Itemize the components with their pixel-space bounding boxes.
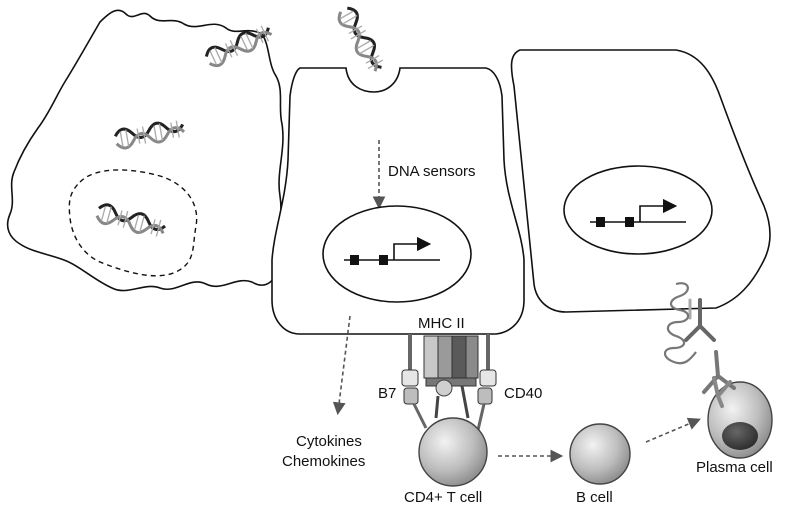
b-to-plasma-cell-arrow bbox=[645, 417, 701, 443]
cd40-receptor bbox=[476, 334, 497, 431]
cd4-t-cell-label: CD4+ T cell bbox=[404, 489, 482, 506]
b-cell bbox=[569, 423, 631, 485]
chemokines-label: Chemokines bbox=[282, 453, 365, 470]
cd4-t-cell bbox=[418, 417, 488, 487]
antibody-secreted bbox=[712, 376, 732, 408]
dna-sensors-label: DNA sensors bbox=[388, 163, 476, 180]
antibody-free bbox=[702, 350, 736, 394]
cytokine-release-arrow bbox=[332, 315, 351, 416]
b7-label: B7 bbox=[378, 385, 396, 402]
b-cell-label: B cell bbox=[576, 489, 613, 506]
cd40-label: CD40 bbox=[504, 385, 542, 402]
dna-fragment-entering bbox=[334, 3, 388, 76]
b7-receptor bbox=[401, 334, 428, 429]
plasma-cell-label: Plasma cell bbox=[696, 459, 773, 476]
antibody-bound bbox=[684, 298, 716, 342]
antigen-protein-coil bbox=[663, 282, 697, 365]
right-cell-nucleus bbox=[563, 165, 713, 255]
left-cell-outline bbox=[6, 9, 284, 292]
nuclear-remnant-outline bbox=[68, 169, 198, 277]
apc-nucleus bbox=[322, 205, 472, 303]
mhc-ii-label: MHC II bbox=[418, 315, 465, 332]
cytokines-label: Cytokines bbox=[296, 433, 362, 450]
plasma-cell-nucleus bbox=[722, 422, 758, 450]
mhc-ii-complex bbox=[423, 335, 479, 419]
